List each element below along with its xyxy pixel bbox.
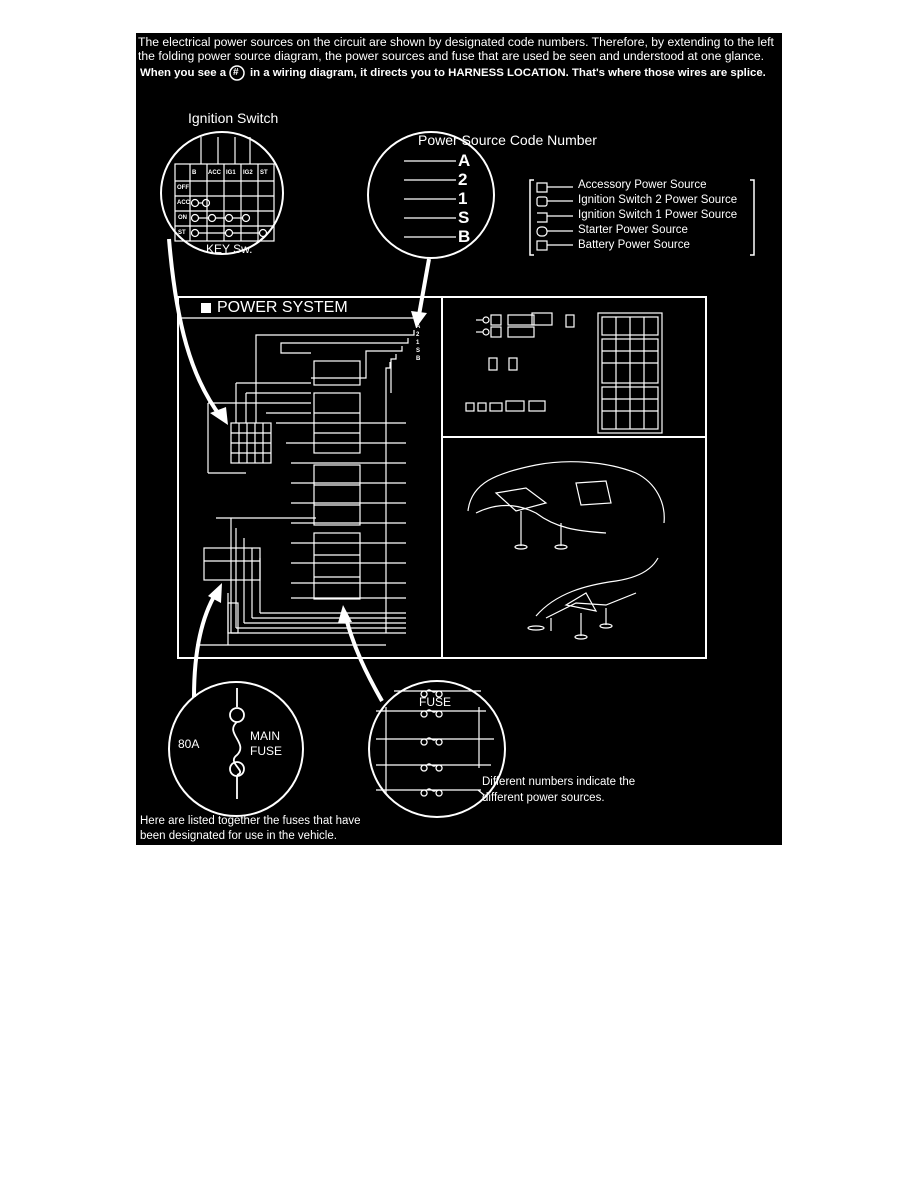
legend-starter: Starter Power Source	[578, 224, 688, 236]
power-system-key-grid	[230, 422, 272, 464]
ignition-row-st: ST	[178, 230, 186, 236]
power-system-fuse-blocks	[313, 360, 361, 600]
code-1: 1	[458, 189, 468, 208]
code-2: 2	[458, 170, 468, 189]
fuse-detail-arrow	[344, 617, 384, 702]
intro-line-2: the folding power source diagram, the po…	[138, 49, 765, 63]
fuse-note-line-1: Different numbers indicate the	[482, 776, 636, 788]
bus-label-2: 2	[416, 332, 420, 338]
splice-symbol-circle	[229, 65, 245, 81]
key-switch-label: KEY Sw.	[206, 242, 253, 256]
intro-line-1: The electrical power sources on the circ…	[138, 35, 774, 49]
ignition-arrow-head	[210, 407, 228, 425]
power-system-bullet	[201, 303, 211, 313]
bottom-note-line-2: been designated for use in the vehicle.	[140, 830, 337, 842]
main-fuse-symbol	[229, 688, 245, 799]
legend-icons	[536, 182, 573, 251]
junction-block-grid	[597, 312, 663, 434]
legend-accessory: Accessory Power Source	[578, 179, 707, 191]
power-code-circle	[367, 131, 495, 259]
vehicle-location-sketch	[467, 461, 665, 640]
legend-bracket-right	[750, 179, 755, 256]
power-system-main-fuse-block	[203, 547, 261, 634]
ignition-col-st: ST	[260, 170, 268, 176]
bus-label-a: A	[416, 324, 421, 330]
main-fuse-rating: 80A	[178, 737, 200, 751]
splice-symbol: #	[233, 67, 239, 78]
ignition-row-off: OFF	[177, 185, 189, 191]
legend-bracket-left	[529, 179, 534, 256]
fuse-detail-label: FUSE	[419, 695, 452, 709]
ignition-col-ig2: IG2	[243, 170, 253, 176]
bottom-note-line-1: Here are listed together the fuses that …	[140, 815, 361, 827]
diagram-panel: The electrical power sources on the circ…	[136, 33, 782, 845]
fuse-note-line-2: different power sources.	[482, 792, 605, 804]
main-fuse-label-2: FUSE	[250, 744, 283, 758]
ignition-arrow	[167, 238, 223, 419]
fuse-detail-lines	[376, 689, 494, 797]
bus-label-1: 1	[416, 340, 420, 346]
fuse-detail-circle	[368, 680, 506, 818]
ignition-col-b: B	[192, 170, 197, 176]
bus-label-s: S	[416, 348, 421, 354]
main-fuse-circle	[168, 681, 304, 817]
main-fuse-arrow	[192, 591, 218, 698]
intro-line-3a: When you see a	[140, 67, 227, 79]
code-b: B	[458, 227, 471, 246]
ignition-row-acc: ACC	[177, 200, 190, 206]
power-bus	[196, 330, 415, 646]
ignition-col-ig1: IG1	[226, 170, 236, 176]
ignition-key-grid	[174, 137, 275, 242]
relay-block-icons	[465, 312, 575, 412]
main-fuse-label-1: MAIN	[250, 729, 280, 743]
power-code-title: Power Source Code Number	[418, 132, 597, 148]
legend-ignition-1: Ignition Switch 1 Power Source	[578, 209, 738, 221]
main-fuse-arrow-head	[208, 583, 222, 603]
bus-label-b: B	[416, 356, 421, 362]
legend-ignition-2: Ignition Switch 2 Power Source	[578, 194, 738, 206]
ignition-col-acc: ACC	[208, 170, 221, 176]
ignition-switch-circle	[160, 131, 284, 255]
diagram-artwork	[160, 65, 755, 818]
code-s: S	[458, 208, 470, 227]
legend-battery: Battery Power Source	[578, 239, 690, 251]
power-system-title: POWER SYSTEM	[217, 299, 348, 316]
code-arrow	[417, 258, 431, 316]
code-arrow-head	[411, 311, 427, 328]
fuse-detail-arrow-head	[338, 605, 352, 623]
code-a: A	[458, 151, 471, 170]
ignition-switch-title: Ignition Switch	[188, 110, 279, 126]
intro-line-3b: in a wiring diagram, it directs you to H…	[250, 67, 766, 79]
ignition-row-on: ON	[178, 215, 187, 221]
